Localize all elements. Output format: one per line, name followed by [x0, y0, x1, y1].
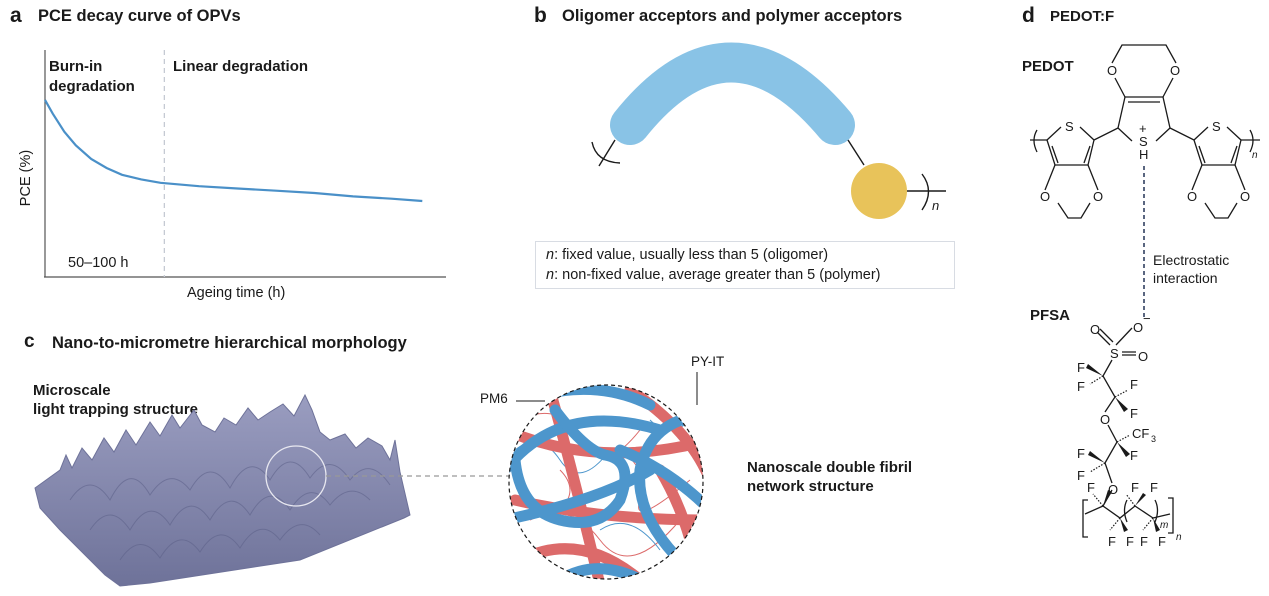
svg-text:F: F	[1087, 480, 1095, 495]
link-bond	[847, 139, 865, 166]
duration-label: 50–100 h	[68, 255, 129, 271]
linear-degradation-label: Linear degradation	[173, 58, 309, 75]
panel-c-title: Nano-to-micrometre hierarchical morpholo…	[52, 334, 407, 352]
svg-text:n: n	[1176, 532, 1182, 543]
svg-text:O: O	[1187, 189, 1197, 204]
pfsa-atoms: O − O S O F F F F O CF 3 F F F O F F F F…	[1077, 311, 1182, 549]
n-legend: n: fixed value, usually less than 5 (oli…	[535, 241, 955, 289]
panel-a-letter: a	[10, 4, 22, 27]
svg-text:F: F	[1140, 534, 1148, 549]
svg-text:CF: CF	[1132, 426, 1149, 441]
svg-text:O: O	[1133, 320, 1143, 335]
wedge-bonds	[1086, 364, 1160, 532]
pyit-label: PY-IT	[691, 354, 725, 369]
svg-text:F: F	[1126, 534, 1134, 549]
svg-text:O: O	[1108, 482, 1118, 497]
interaction-label-1: Electrostatic	[1153, 252, 1230, 268]
nanoscale-label-1: Nanoscale double fibril	[747, 459, 913, 476]
svg-text:O: O	[1170, 63, 1180, 78]
panel-b-letter: b	[534, 4, 547, 27]
x-axis-label: Ageing time (h)	[187, 285, 286, 301]
burn-in-label-2: degradation	[49, 78, 135, 95]
interaction-label: Electrostatic interaction	[1153, 251, 1229, 287]
left-bond	[598, 139, 616, 167]
right-bracket	[921, 173, 930, 211]
svg-text:F: F	[1108, 534, 1116, 549]
svg-text:F: F	[1158, 534, 1166, 549]
panel-c-letter: c	[24, 331, 35, 352]
pm6-label: PM6	[480, 391, 508, 406]
end-group	[851, 163, 907, 219]
pedot-label: PEDOT	[1022, 58, 1074, 75]
svg-text:O: O	[1138, 349, 1148, 364]
svg-text:F: F	[1131, 480, 1139, 495]
panel-b-title: Oligomer acceptors and polymer acceptors	[562, 7, 903, 25]
left-bracket	[591, 141, 621, 164]
svg-text:m: m	[1160, 520, 1168, 531]
nanoscale-label-2: network structure	[747, 478, 874, 495]
svg-text:S: S	[1139, 134, 1148, 149]
panel-a-title: PCE decay curve of OPVs	[38, 7, 241, 25]
svg-text:H: H	[1139, 147, 1148, 162]
legend-row-polymer: n: non-fixed value, average greater than…	[546, 267, 881, 283]
pedot-atoms: S O O O O S + H S O O n	[1040, 63, 1258, 204]
light-trapping-surface	[34, 393, 411, 587]
repeat-n: n	[932, 198, 939, 213]
svg-text:3: 3	[1151, 434, 1156, 444]
svg-text:O: O	[1093, 189, 1103, 204]
panel-d-letter: d	[1022, 4, 1035, 27]
interaction-label-2: interaction	[1153, 270, 1218, 286]
svg-text:S: S	[1065, 119, 1074, 134]
hash-bonds	[1089, 375, 1154, 531]
pfsa-label: PFSA	[1030, 307, 1071, 324]
svg-text:S: S	[1110, 346, 1119, 361]
svg-text:F: F	[1150, 480, 1158, 495]
svg-text:F: F	[1077, 360, 1085, 375]
svg-text:O: O	[1090, 322, 1100, 337]
panel-d-title: PEDOT:F	[1050, 8, 1115, 25]
svg-text:O: O	[1100, 412, 1110, 427]
svg-text:O: O	[1107, 63, 1117, 78]
svg-text:−: −	[1143, 311, 1151, 326]
pedot-bonds	[1030, 44, 1260, 219]
microscale-label-2: light trapping structure	[33, 401, 198, 418]
pce-curve	[44, 99, 423, 203]
pfsa-bonds	[1082, 327, 1174, 538]
svg-text:S: S	[1212, 119, 1221, 134]
svg-text:O: O	[1040, 189, 1050, 204]
legend-row-oligomer: n: fixed value, usually less than 5 (oli…	[546, 247, 829, 263]
burn-in-label-1: Burn-in	[49, 58, 103, 75]
svg-text:F: F	[1077, 446, 1085, 461]
svg-text:F: F	[1130, 448, 1138, 463]
svg-text:F: F	[1077, 468, 1085, 483]
microscale-label-1: Microscale	[33, 382, 111, 399]
svg-text:+: +	[1139, 121, 1147, 136]
backbone-unit	[610, 42, 855, 145]
svg-text:F: F	[1130, 406, 1138, 421]
svg-text:F: F	[1077, 379, 1085, 394]
svg-text:F: F	[1130, 377, 1138, 392]
nano-region-boundary	[508, 384, 704, 580]
svg-text:n: n	[1252, 150, 1258, 161]
svg-text:O: O	[1240, 189, 1250, 204]
